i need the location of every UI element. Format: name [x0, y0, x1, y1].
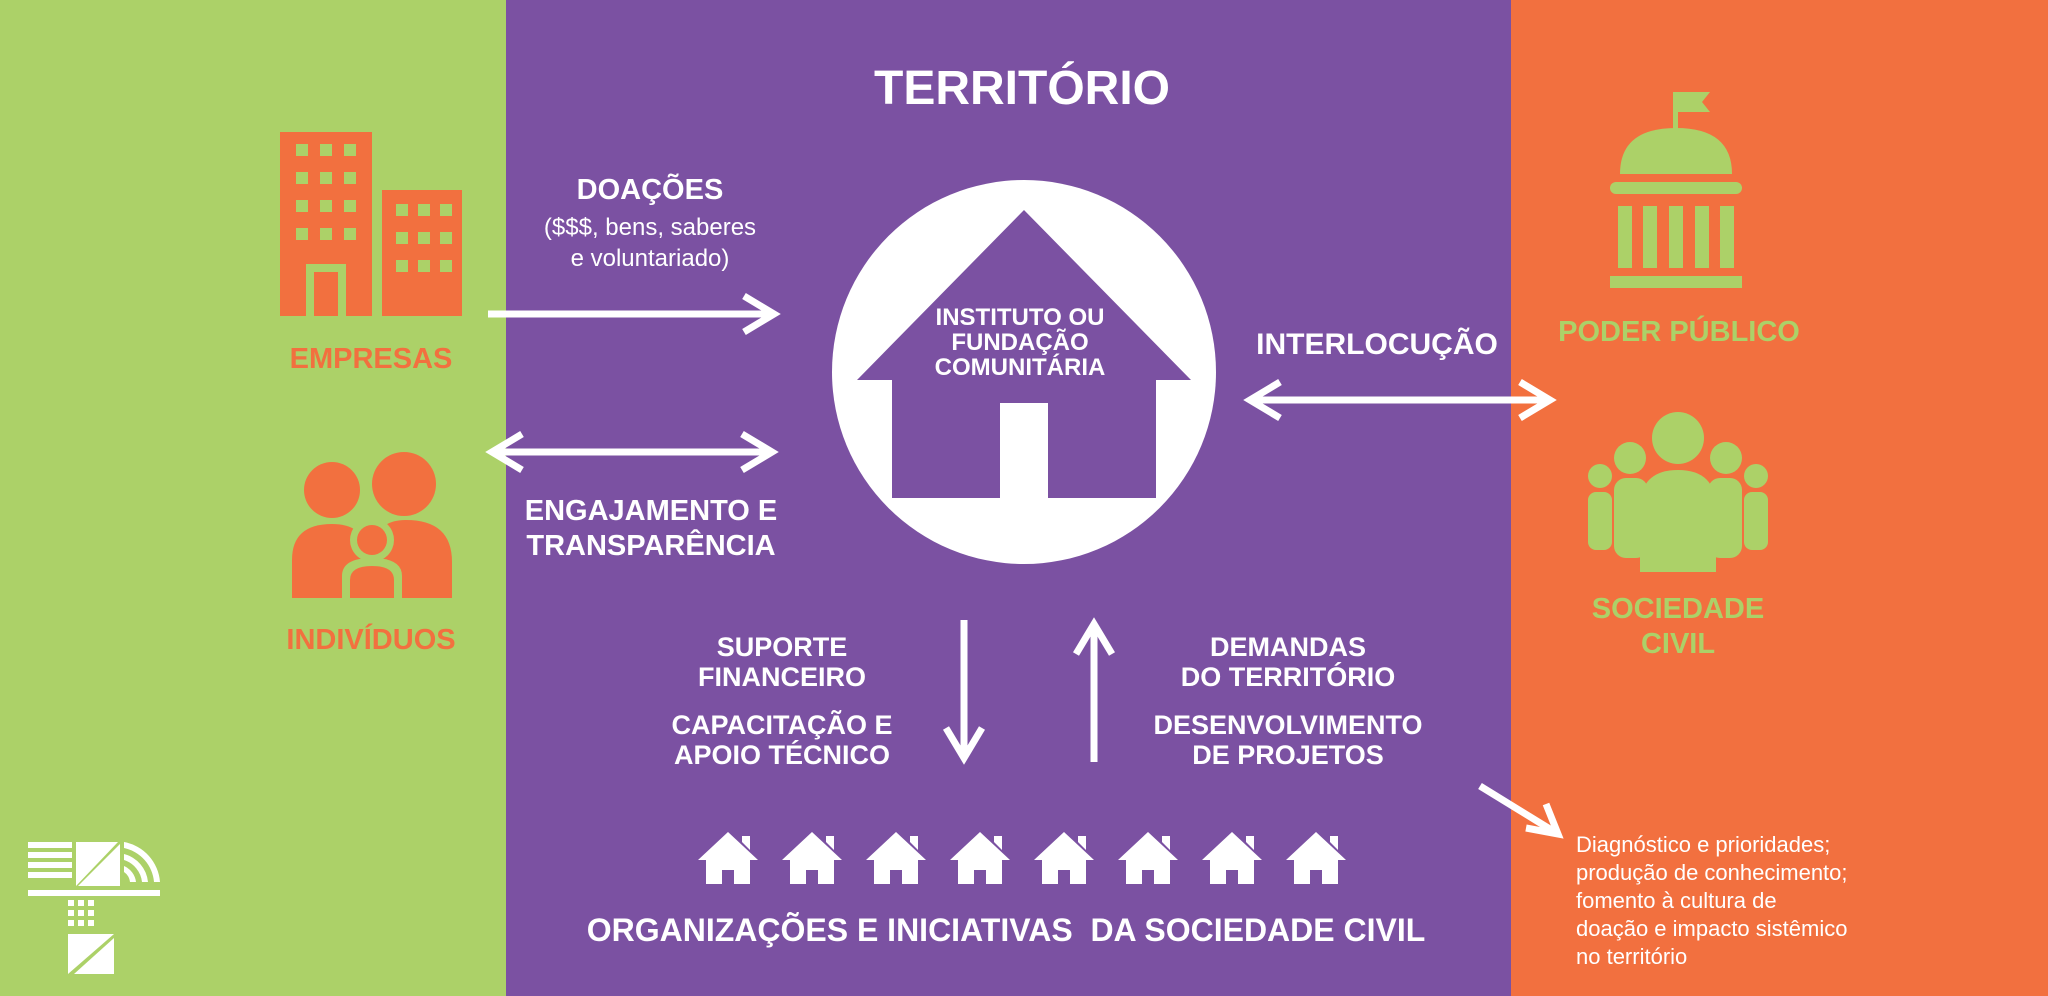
small-house-icon [1202, 832, 1262, 884]
people-group-icon [1588, 412, 1768, 572]
small-house-icon [698, 832, 758, 884]
small-house-icon [950, 832, 1010, 884]
desenvolvimento-label: DESENVOLVIMENTO DE PROJETOS [1153, 710, 1423, 771]
capacitacao-label: CAPACITAÇÃO E APOIO TÉCNICO [671, 710, 893, 771]
up-arrow-icon [1072, 617, 1116, 762]
diagram-title: TERRITÓRIO [874, 62, 1170, 115]
suporte-label: SUPORTE FINANCEIRO [698, 632, 866, 693]
buildings-icon [280, 132, 462, 316]
small-house-icon [1286, 832, 1346, 884]
note-arrow-icon [1478, 783, 1564, 839]
small-house-icon [782, 832, 842, 884]
note-text: Diagnóstico e prioridades; produção de c… [1576, 832, 1848, 969]
house-icon [832, 180, 1216, 564]
small-house-icon [1034, 832, 1094, 884]
sociedade-civil-label: SOCIEDADE CIVIL [1591, 593, 1765, 660]
center-label: INSTITUTO OU FUNDAÇÃO COMUNITÁRIA [934, 304, 1106, 382]
interlocucao-arrow-icon [1243, 378, 1557, 422]
brand-logo-icon [28, 842, 160, 974]
doacoes-arrow-icon [488, 292, 781, 336]
poder-publico-label: PODER PÚBLICO [1558, 316, 1800, 348]
engajamento-label: ENGAJAMENTO E TRANSPARÊNCIA [524, 495, 778, 562]
government-building-icon [1610, 92, 1742, 288]
individuos-label: INDIVÍDUOS [286, 624, 456, 656]
engajamento-arrow-icon [485, 430, 779, 474]
small-house-icon [866, 832, 926, 884]
doacoes-detail: ($$$, bens, saberes e voluntariado) [543, 214, 757, 273]
demandas-label: DEMANDAS DO TERRITÓRIO [1180, 632, 1396, 693]
family-icon [292, 452, 452, 598]
houses-row [696, 830, 1356, 890]
down-arrow-icon [942, 620, 986, 765]
interlocucao-label: INTERLOCUÇÃO [1256, 328, 1498, 361]
doacoes-title: DOAÇÕES [576, 174, 724, 206]
bottom-label: ORGANIZAÇÕES E INICIATIVAS DA SOCIEDADE … [586, 912, 1426, 948]
small-house-icon [1118, 832, 1178, 884]
empresas-label: EMPRESAS [289, 343, 453, 375]
